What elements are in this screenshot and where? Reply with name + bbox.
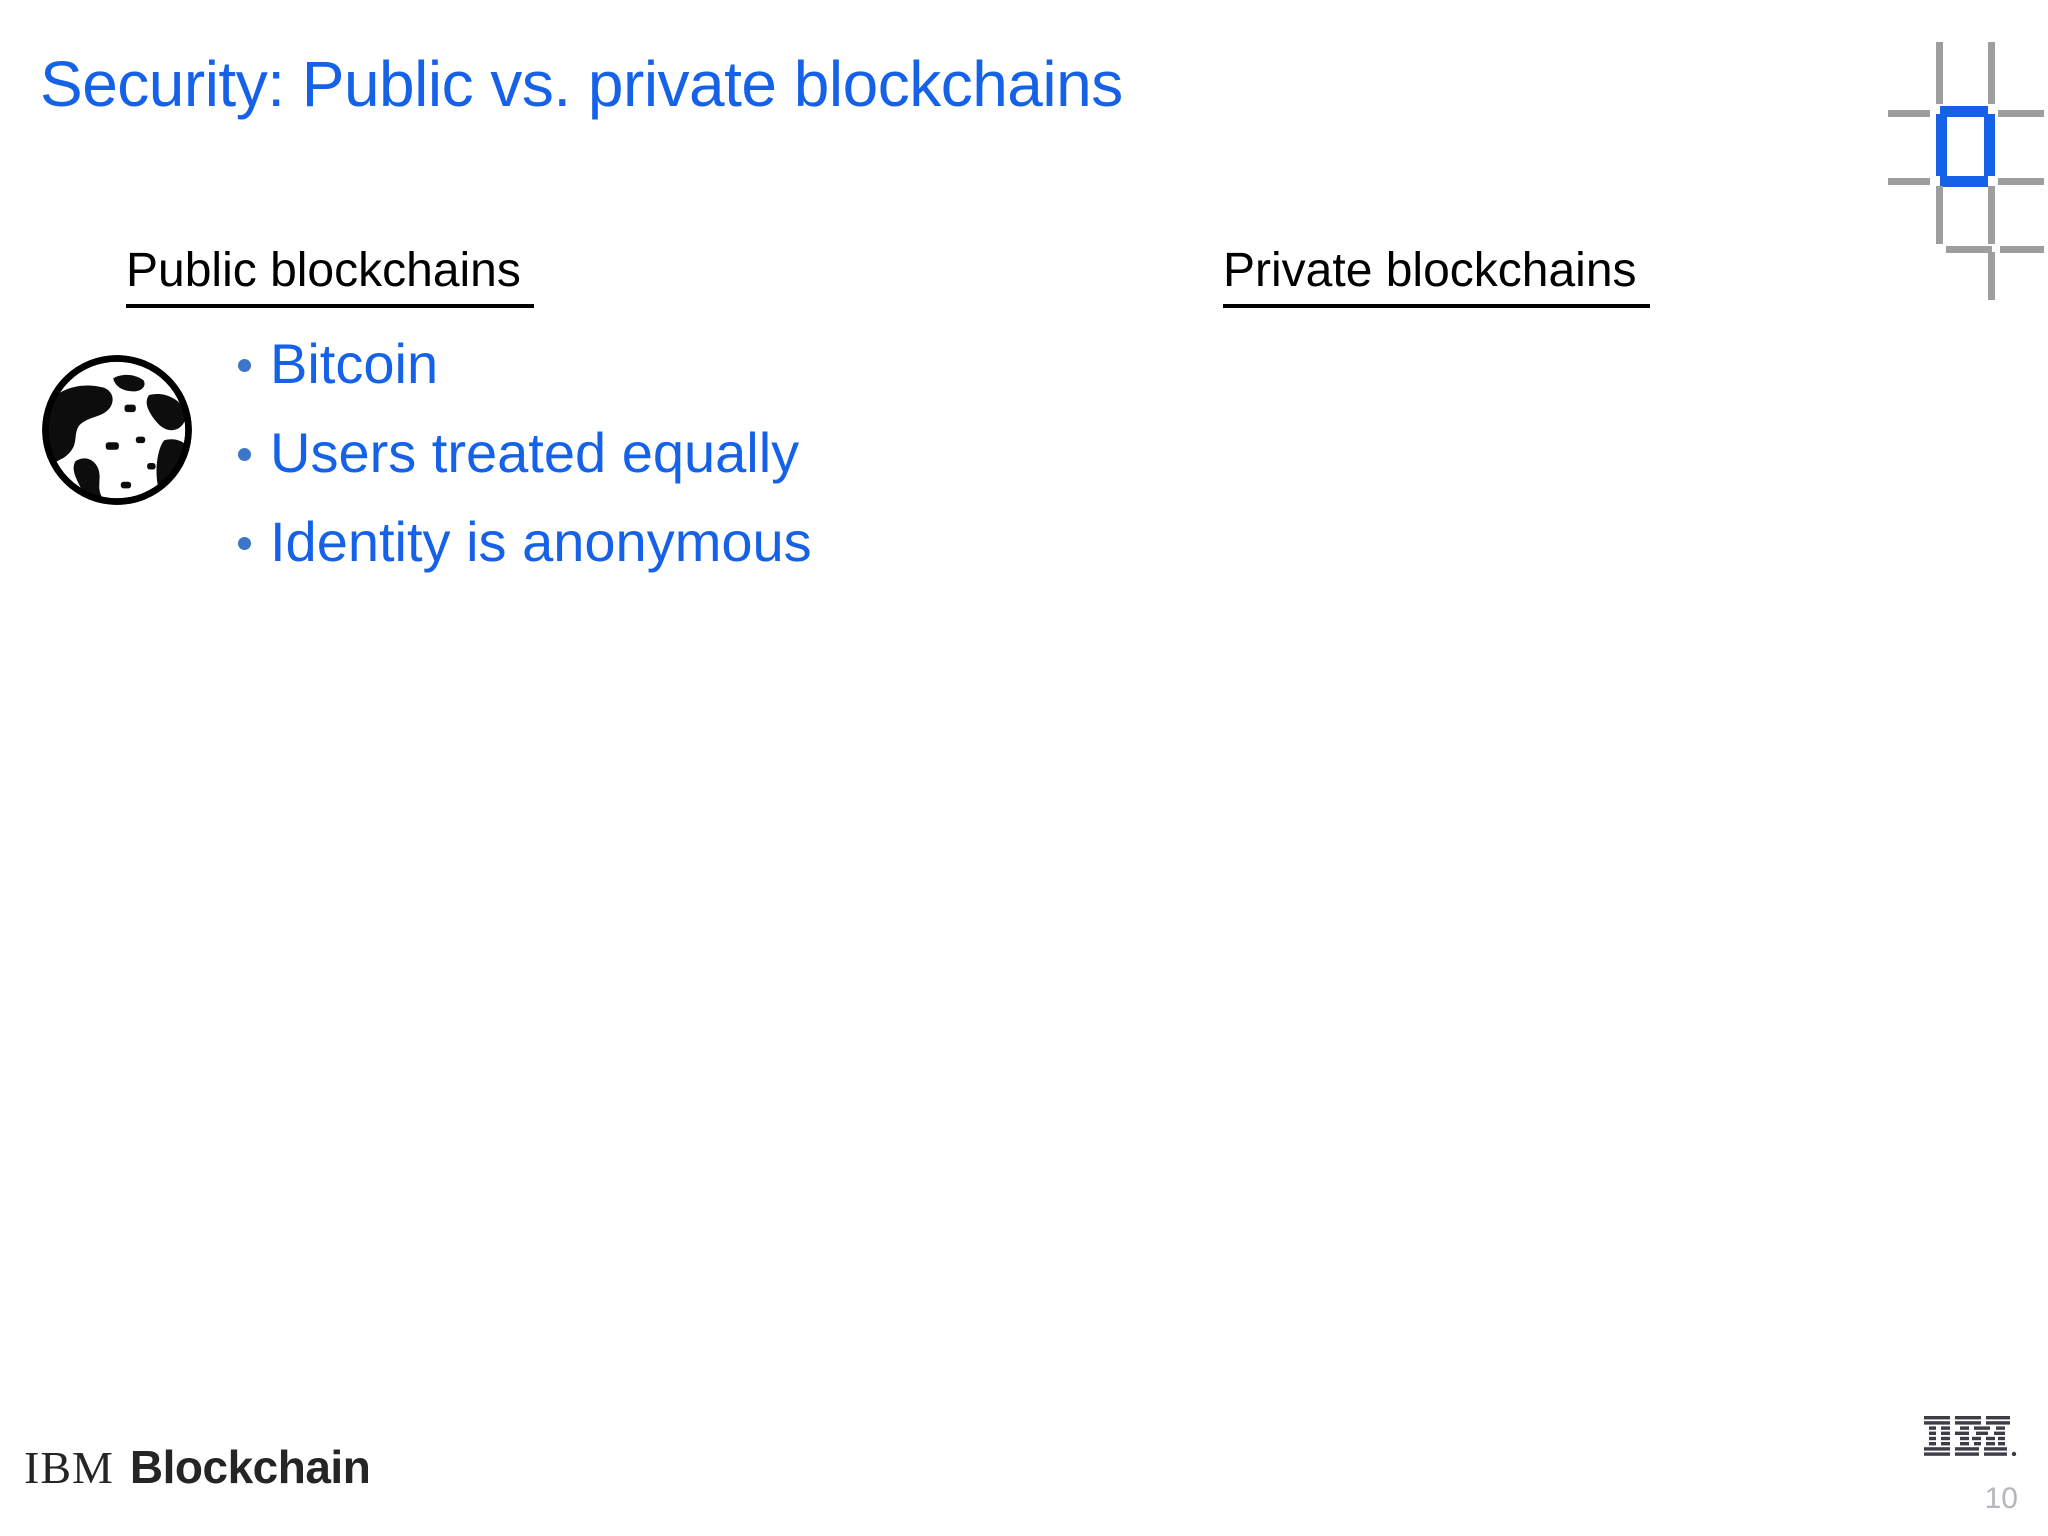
list-item: Users treated equally (236, 419, 936, 486)
page-title: Security: Public vs. private blockchains (40, 48, 1123, 120)
private-blockchains-heading: Private blockchains (1223, 244, 1650, 308)
list-item: Bitcoin (236, 330, 936, 397)
grid-mark-icon (1888, 28, 2044, 300)
public-blockchains-heading: Public blockchains (126, 244, 535, 308)
ibm-blockchain-lockup: IBM Blockchain (24, 1440, 371, 1494)
ibm-wordmark: IBM (24, 1442, 114, 1493)
public-blockchains-bullets: Bitcoin Users treated equally Identity i… (236, 330, 936, 598)
list-item: Identity is anonymous (236, 508, 936, 575)
ibm-striped-logo (1924, 1416, 2020, 1457)
blockchain-wordmark: Blockchain (129, 1441, 371, 1493)
globe-icon (22, 350, 212, 510)
page-number: 10 (1984, 1482, 2018, 1515)
